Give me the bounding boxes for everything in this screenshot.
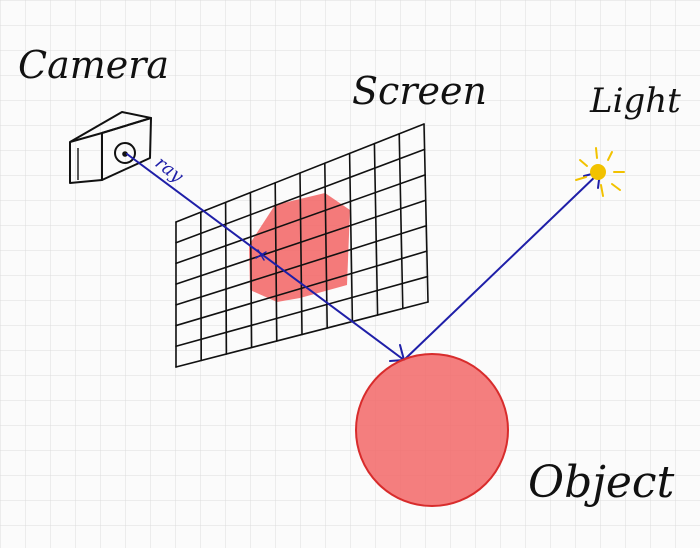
camera-icon — [69, 111, 152, 184]
screen-label: Screen — [352, 69, 487, 113]
camera-label: Camera — [18, 43, 169, 87]
screen-grid-column-line — [249, 191, 253, 349]
object-label: Object — [528, 457, 675, 508]
screen-grid-row-line — [175, 174, 426, 265]
light-label: Light — [589, 81, 681, 121]
object-sphere — [355, 353, 509, 507]
sun-icon — [575, 147, 625, 197]
screen-grid-row-line — [175, 250, 428, 327]
screen-grid-row-line — [175, 123, 425, 223]
screen-grid-row-line — [175, 301, 429, 368]
highlighted-pixel-region — [249, 193, 350, 302]
screen-grid-row-line — [175, 224, 428, 306]
screen-grid-row-line — [175, 199, 427, 285]
screen-grid-row-line — [175, 275, 429, 348]
screen-grid-column-line — [398, 133, 404, 310]
screen-grid-column-line — [348, 152, 354, 323]
screen-grid-column-line — [373, 142, 379, 316]
highlighted-pixels — [249, 193, 350, 302]
screen-grid-column-line — [299, 172, 303, 336]
screen-grid-row-line — [175, 148, 426, 244]
screen-grid-column-line — [423, 123, 429, 303]
screen-grid-column-line — [274, 182, 278, 342]
screen-grid — [175, 123, 429, 368]
screen-grid-column-line — [323, 162, 329, 329]
screen-grid-column-line — [224, 201, 228, 355]
